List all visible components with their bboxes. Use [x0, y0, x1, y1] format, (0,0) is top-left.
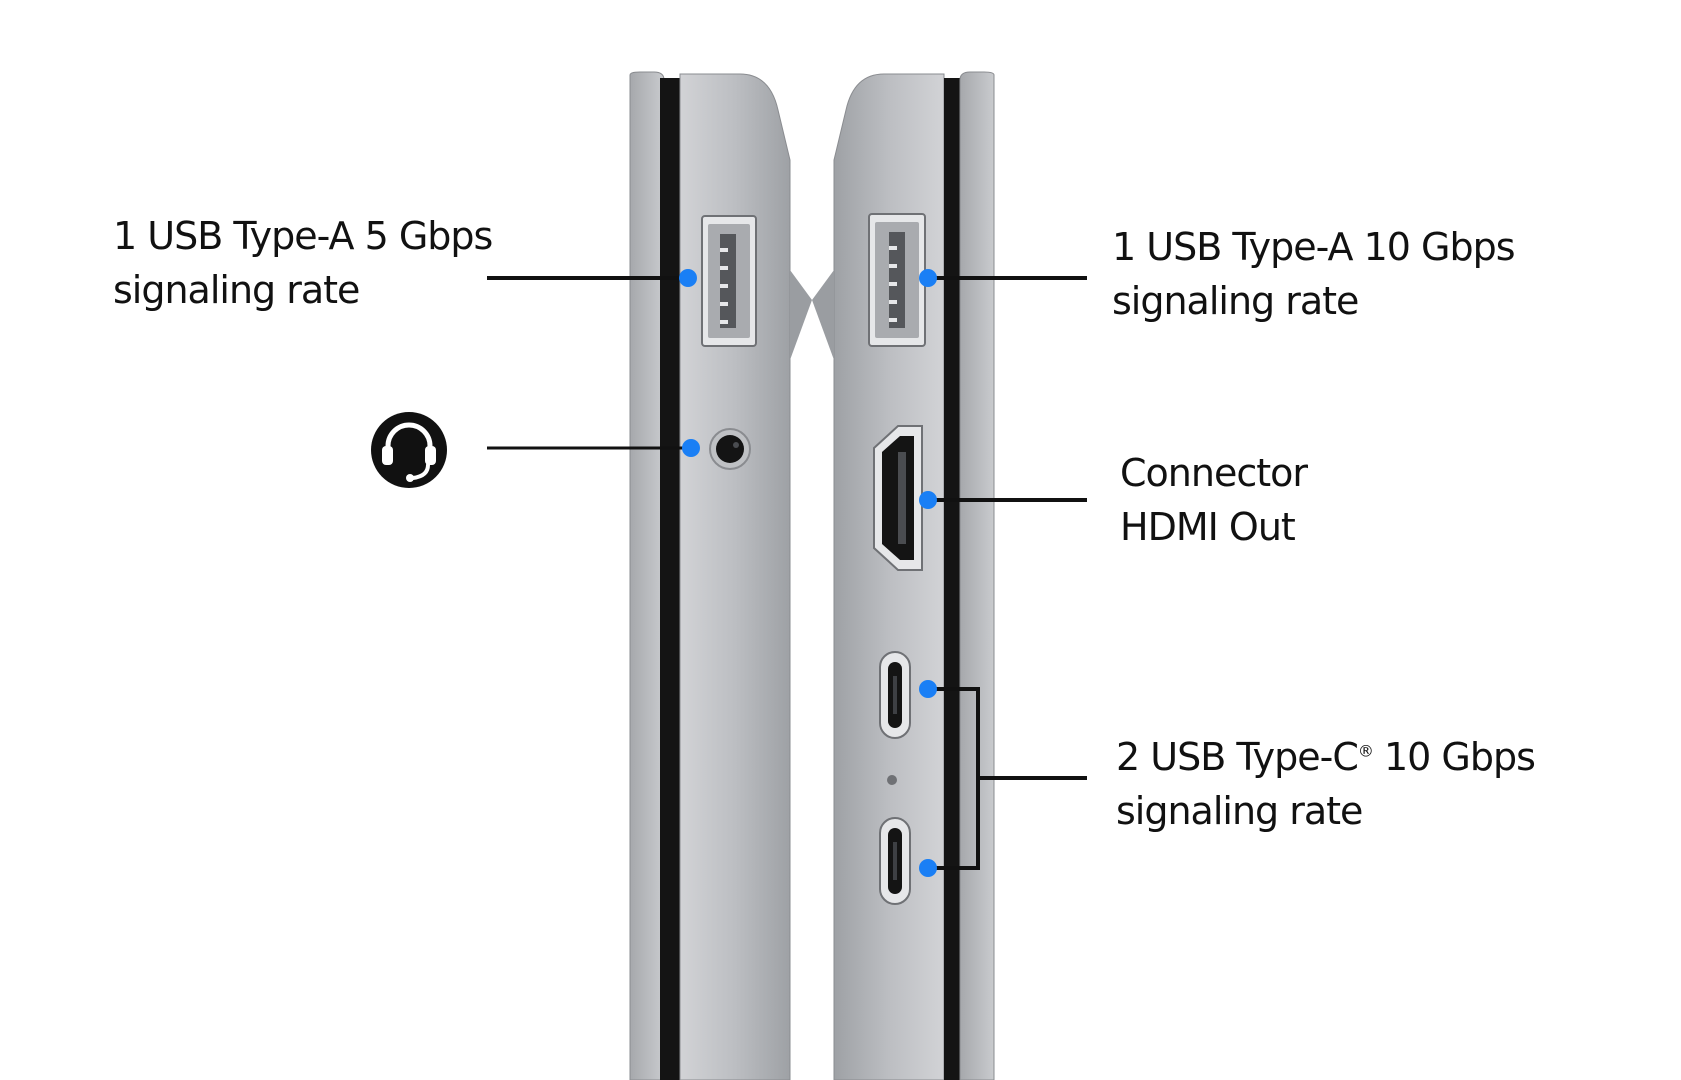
- usb-a-10gbps-label-line2: signaling rate: [1112, 279, 1359, 323]
- usb-c-label-prefix: 2 USB Type-C: [1116, 735, 1359, 779]
- registered-mark: ®: [1357, 741, 1374, 761]
- left-display-lid: [629, 71, 665, 1080]
- usb-c-label-line1: 2 USB Type-C® 10 Gbps: [1116, 730, 1536, 784]
- usb-c-label-suffix: 10 Gbps: [1372, 735, 1536, 779]
- right-bezel: [944, 78, 964, 1080]
- left-laptop-side: [629, 71, 812, 1080]
- hdmi-port: [873, 425, 923, 571]
- audio-jack-port: [709, 428, 751, 470]
- callout-dot-usb-c-top: [919, 680, 937, 698]
- headset-icon: [371, 412, 447, 488]
- right-hinge-wedge: [812, 270, 834, 360]
- callout-dot-usb-a-5: [679, 269, 697, 287]
- hdmi-label: Connector HDMI Out: [1120, 446, 1308, 554]
- callout-dot-hdmi: [919, 491, 937, 509]
- usb-c-port-bottom: [879, 817, 911, 905]
- hdmi-label-line1: Connector: [1120, 451, 1308, 495]
- right-display-lid: [959, 71, 995, 1080]
- callout-dots: [679, 269, 937, 877]
- right-laptop-side: [812, 71, 995, 1080]
- usb-a-10gbps-label-line1: 1 USB Type-A 10 Gbps: [1112, 225, 1515, 269]
- usb-a-5gbps-label-line2: signaling rate: [113, 268, 360, 312]
- usb-c-port-top: [879, 651, 911, 739]
- hdmi-label-line2: HDMI Out: [1120, 505, 1296, 549]
- usb-a-port-left: [701, 215, 757, 347]
- usb-a-5gbps-label: 1 USB Type-A 5 Gbps signaling rate: [113, 209, 493, 317]
- usb-a-10gbps-label: 1 USB Type-A 10 Gbps signaling rate: [1112, 220, 1515, 328]
- usb-c-label-line2: signaling rate: [1116, 789, 1363, 833]
- callout-dot-usb-a-10: [919, 269, 937, 287]
- left-bezel: [660, 78, 680, 1080]
- callout-dot-audio: [682, 439, 700, 457]
- usb-a-5gbps-label-line1: 1 USB Type-A 5 Gbps: [113, 214, 493, 258]
- usb-a-port-right: [868, 213, 926, 347]
- left-hinge-wedge: [790, 270, 812, 360]
- status-led: [887, 775, 897, 785]
- callout-dot-usb-c-bottom: [919, 859, 937, 877]
- callout-lines: [487, 276, 1087, 870]
- usb-c-label: 2 USB Type-C® 10 Gbps signaling rate: [1116, 730, 1536, 838]
